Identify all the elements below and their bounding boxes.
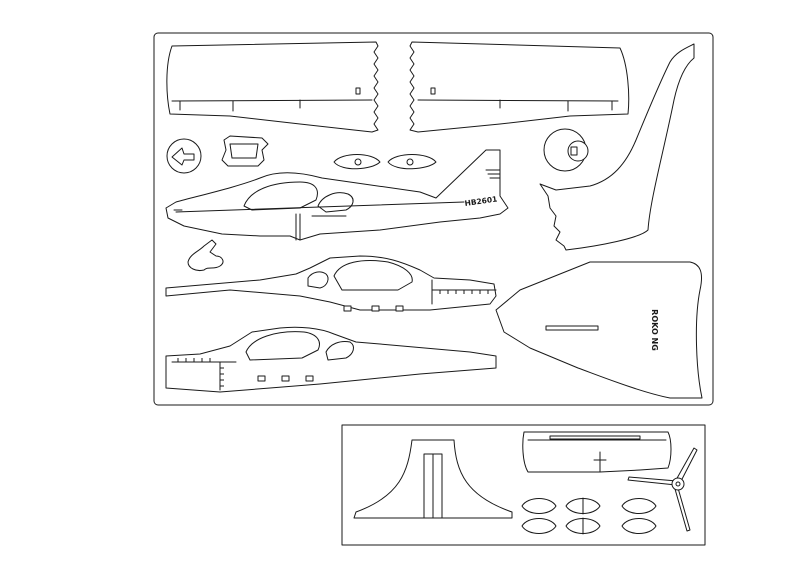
tailplane-part [523, 432, 671, 472]
top-ruler-ticks [440, 290, 488, 294]
fuselage-bottom-part [166, 327, 496, 392]
stabilizer-part: ROKO NG [496, 262, 702, 398]
wheel-pant-part-1 [334, 155, 380, 169]
fuselage-side-part: HB2601 [166, 150, 508, 240]
right-wing-part [410, 42, 629, 132]
landing-gear-part [188, 240, 223, 271]
wheel-pant-small-2 [566, 498, 600, 514]
secondary-sheet [342, 425, 705, 545]
main-sheet: HB2601 [154, 33, 713, 405]
model-label: ROKO NG [650, 309, 659, 351]
canopy-frame-part [222, 136, 268, 166]
spinner-part-right [544, 129, 588, 171]
wheel-pant-small-6 [622, 519, 656, 534]
fuselage-top-part [166, 256, 496, 311]
left-wing-part [167, 42, 378, 132]
wheel-pant-part-2 [388, 155, 436, 169]
propeller-part [628, 448, 697, 531]
curved-strut-part [540, 44, 694, 250]
wheel-pant-small-3 [622, 499, 656, 514]
wheel-pant-small-4 [522, 519, 556, 534]
bottom-ruler-ticks [178, 358, 224, 386]
wheel-pant-small-5 [566, 518, 600, 534]
fin-base-part [354, 440, 512, 518]
wheel-pant-small-1 [522, 499, 556, 514]
spinner-part-left [167, 139, 201, 173]
